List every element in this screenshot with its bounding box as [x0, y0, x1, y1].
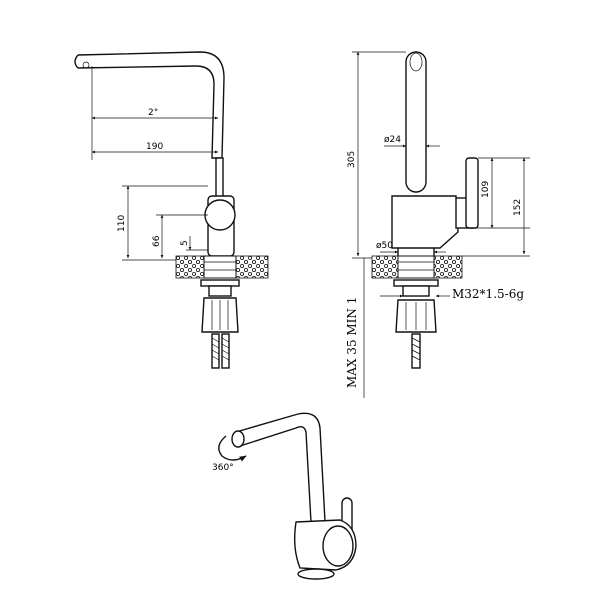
- side-view: 2° 190 110 66 5: [74, 51, 269, 369]
- front-view: 305 ø24 109 152 ø50 M32*1.5-6g MAX 35 MI…: [345, 51, 530, 398]
- side-lever: [215, 157, 224, 201]
- side-aerator: [82, 61, 90, 69]
- front-deck-label: MAX 35 MIN 1: [345, 297, 359, 388]
- side-washer: [200, 279, 240, 287]
- rotation-label: 360°: [212, 463, 234, 473]
- perspective-view: 360°: [212, 412, 357, 580]
- side-spout-tip: [74, 54, 79, 69]
- front-lever: [465, 157, 479, 229]
- side-lever-height-label: 66: [152, 235, 162, 247]
- perspective-base: [297, 568, 335, 580]
- front-pipe-diameter-label: ø24: [384, 135, 401, 145]
- front-total-height-label: 305: [347, 151, 357, 168]
- side-body-height-label: 110: [117, 215, 127, 232]
- perspective-cartridge: [322, 525, 354, 567]
- side-reach-label: 190: [146, 142, 163, 152]
- side-hose-left: [211, 333, 220, 369]
- side-angle-label: 2°: [148, 108, 158, 118]
- front-lever-height-label: 109: [481, 181, 491, 198]
- side-hose-right: [221, 333, 230, 369]
- side-shank-through: [203, 255, 237, 279]
- front-spout-pipe: [405, 51, 427, 193]
- front-body: [391, 195, 459, 249]
- side-cartridge: [204, 199, 236, 231]
- front-nut: [395, 299, 437, 333]
- front-spout-outlet: [409, 52, 423, 72]
- front-base-diameter-label: ø50: [376, 241, 393, 251]
- front-hose: [411, 333, 421, 369]
- rotation-arrow: [218, 435, 247, 462]
- side-nut: [201, 297, 239, 333]
- front-thread-label: M32*1.5-6g: [452, 287, 524, 301]
- side-offset-label: 5: [180, 240, 190, 246]
- front-washer: [393, 279, 439, 287]
- front-handle-top-label: 152: [513, 199, 523, 216]
- perspective-outlet: [231, 430, 245, 448]
